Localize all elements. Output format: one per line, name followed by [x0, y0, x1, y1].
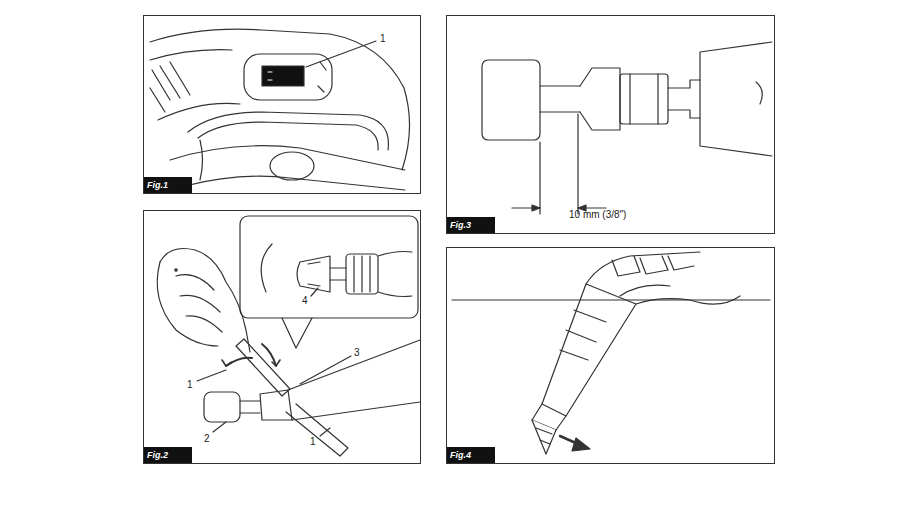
dimension-label: 10 mm (3/8"): [569, 209, 626, 220]
leader-line: [213, 422, 226, 432]
figure-panel: Fig.4: [446, 247, 775, 464]
bit-and-collet: [482, 42, 772, 156]
figure-panel: Fig.2: [143, 210, 421, 464]
hand-and-wrenches: [157, 249, 420, 457]
leader-line: [306, 41, 376, 67]
leader-line: [197, 370, 226, 381]
motion-arrow: [572, 438, 590, 451]
figure-tab: Fig.1: [144, 177, 192, 193]
figure-tab: Fig.4: [447, 447, 495, 463]
figure-tab: Fig.3: [447, 217, 495, 233]
figure-panel: Fig.1: [143, 15, 421, 194]
callout-number: 1: [310, 436, 316, 447]
callout-number: 1: [380, 33, 386, 44]
collet-inset: [240, 216, 418, 348]
dimension-lines: [512, 114, 606, 214]
callout-number: 3: [354, 347, 360, 358]
callout-number: 1: [187, 379, 193, 390]
callout-number: 4: [302, 295, 308, 306]
figure-tab: Fig.2: [144, 447, 192, 463]
figure-panel: Fig.3: [446, 15, 775, 234]
leader-line: [320, 428, 330, 436]
leader-line: [311, 288, 318, 296]
grinding-hand: [452, 252, 770, 454]
tool-housing: [150, 29, 410, 190]
callout-number: 2: [204, 433, 210, 444]
leader-line: [300, 356, 351, 384]
